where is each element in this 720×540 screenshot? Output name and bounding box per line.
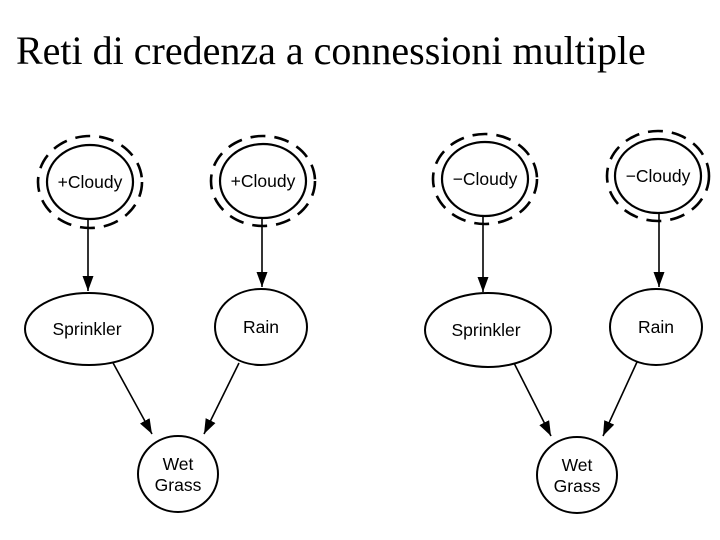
node-cloudy-2: +Cloudy <box>209 134 317 228</box>
node-ellipse <box>440 140 530 218</box>
node-ellipse <box>218 142 308 220</box>
node-label: +Cloudy <box>58 172 123 192</box>
edge-sprinkler-wetgrass <box>513 362 552 437</box>
edge-sprinkler-wetgrass <box>111 360 153 435</box>
node-cloudy-2: −Cloudy <box>605 129 711 223</box>
node-label: +Cloudy <box>231 171 296 191</box>
slide-title: Reti di credenza a connessioni multiple <box>16 28 646 73</box>
node-wet-grass: Wet Grass <box>137 435 219 513</box>
network-left: +Cloudy +Cloudy Sprinkler Rain Wet <box>24 134 317 513</box>
node-label: Rain <box>243 317 279 337</box>
node-label-line1: Wet <box>562 455 593 475</box>
node-cloudy-1: +Cloudy <box>36 134 144 230</box>
node-label: Sprinkler <box>52 319 121 339</box>
node-ellipse <box>137 435 219 513</box>
node-ellipse <box>214 288 308 366</box>
evidence-dashed-ring <box>431 132 539 226</box>
node-ellipse <box>45 143 135 221</box>
node-ellipse <box>609 288 703 366</box>
node-label-line2: Grass <box>554 476 601 496</box>
node-ellipse <box>424 292 552 368</box>
node-ellipse <box>24 292 154 366</box>
network-right: −Cloudy −Cloudy Sprinkler Rain Wet <box>424 129 711 514</box>
node-sprinkler: Sprinkler <box>24 292 154 366</box>
node-rain: Rain <box>609 288 703 366</box>
node-sprinkler: Sprinkler <box>424 292 552 368</box>
edge-rain-wetgrass <box>602 361 638 437</box>
evidence-dashed-ring <box>605 129 711 223</box>
edge-rain-wetgrass <box>203 362 240 435</box>
node-label: Rain <box>638 317 674 337</box>
node-rain: Rain <box>214 288 308 366</box>
node-label: −Cloudy <box>453 169 518 189</box>
node-ellipse <box>613 137 703 215</box>
node-ellipse <box>536 436 618 514</box>
node-label-line2: Grass <box>155 475 202 495</box>
node-cloudy-1: −Cloudy <box>431 132 539 226</box>
node-label-line1: Wet <box>163 454 194 474</box>
node-label: −Cloudy <box>626 166 691 186</box>
node-wet-grass: Wet Grass <box>536 436 618 514</box>
node-label: Sprinkler <box>451 320 520 340</box>
evidence-dashed-ring <box>209 134 317 228</box>
evidence-dashed-ring <box>36 134 144 230</box>
